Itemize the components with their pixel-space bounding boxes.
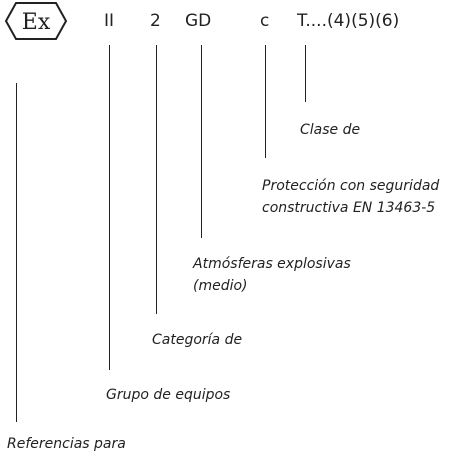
protection-code: c [260, 11, 270, 31]
category-label: Categoría de [152, 332, 243, 348]
equipment-group-code: II [104, 11, 115, 31]
ex-marking-logo: Ex [4, 2, 68, 40]
atmosphere-label-line2: (medio) [193, 278, 248, 294]
equipment-group-label: Grupo de equipos [106, 387, 231, 403]
protection-label-line1: Protección con seguridad [262, 178, 440, 194]
references-label: Referencias para [7, 436, 126, 452]
atmosphere-code: GD [185, 11, 212, 31]
temperature-class-label: Clase de [300, 122, 361, 138]
atmosphere-label-line1: Atmósferas explosivas [193, 256, 351, 272]
ex-logo-text: Ex [22, 10, 51, 35]
temperature-leader-line [305, 45, 306, 102]
protection-leader-line [265, 45, 266, 158]
group-leader-line [109, 45, 110, 370]
ex-hexagon-outline [4, 2, 68, 40]
temperature-class-code: T....(4)(5)(6) [297, 11, 400, 31]
protection-label-line2: constructiva EN 13463-5 [262, 200, 436, 216]
equipment-category-code: 2 [150, 11, 161, 31]
atmosphere-leader-line [201, 45, 202, 238]
category-leader-line [156, 45, 157, 314]
references-leader-line [16, 83, 17, 422]
